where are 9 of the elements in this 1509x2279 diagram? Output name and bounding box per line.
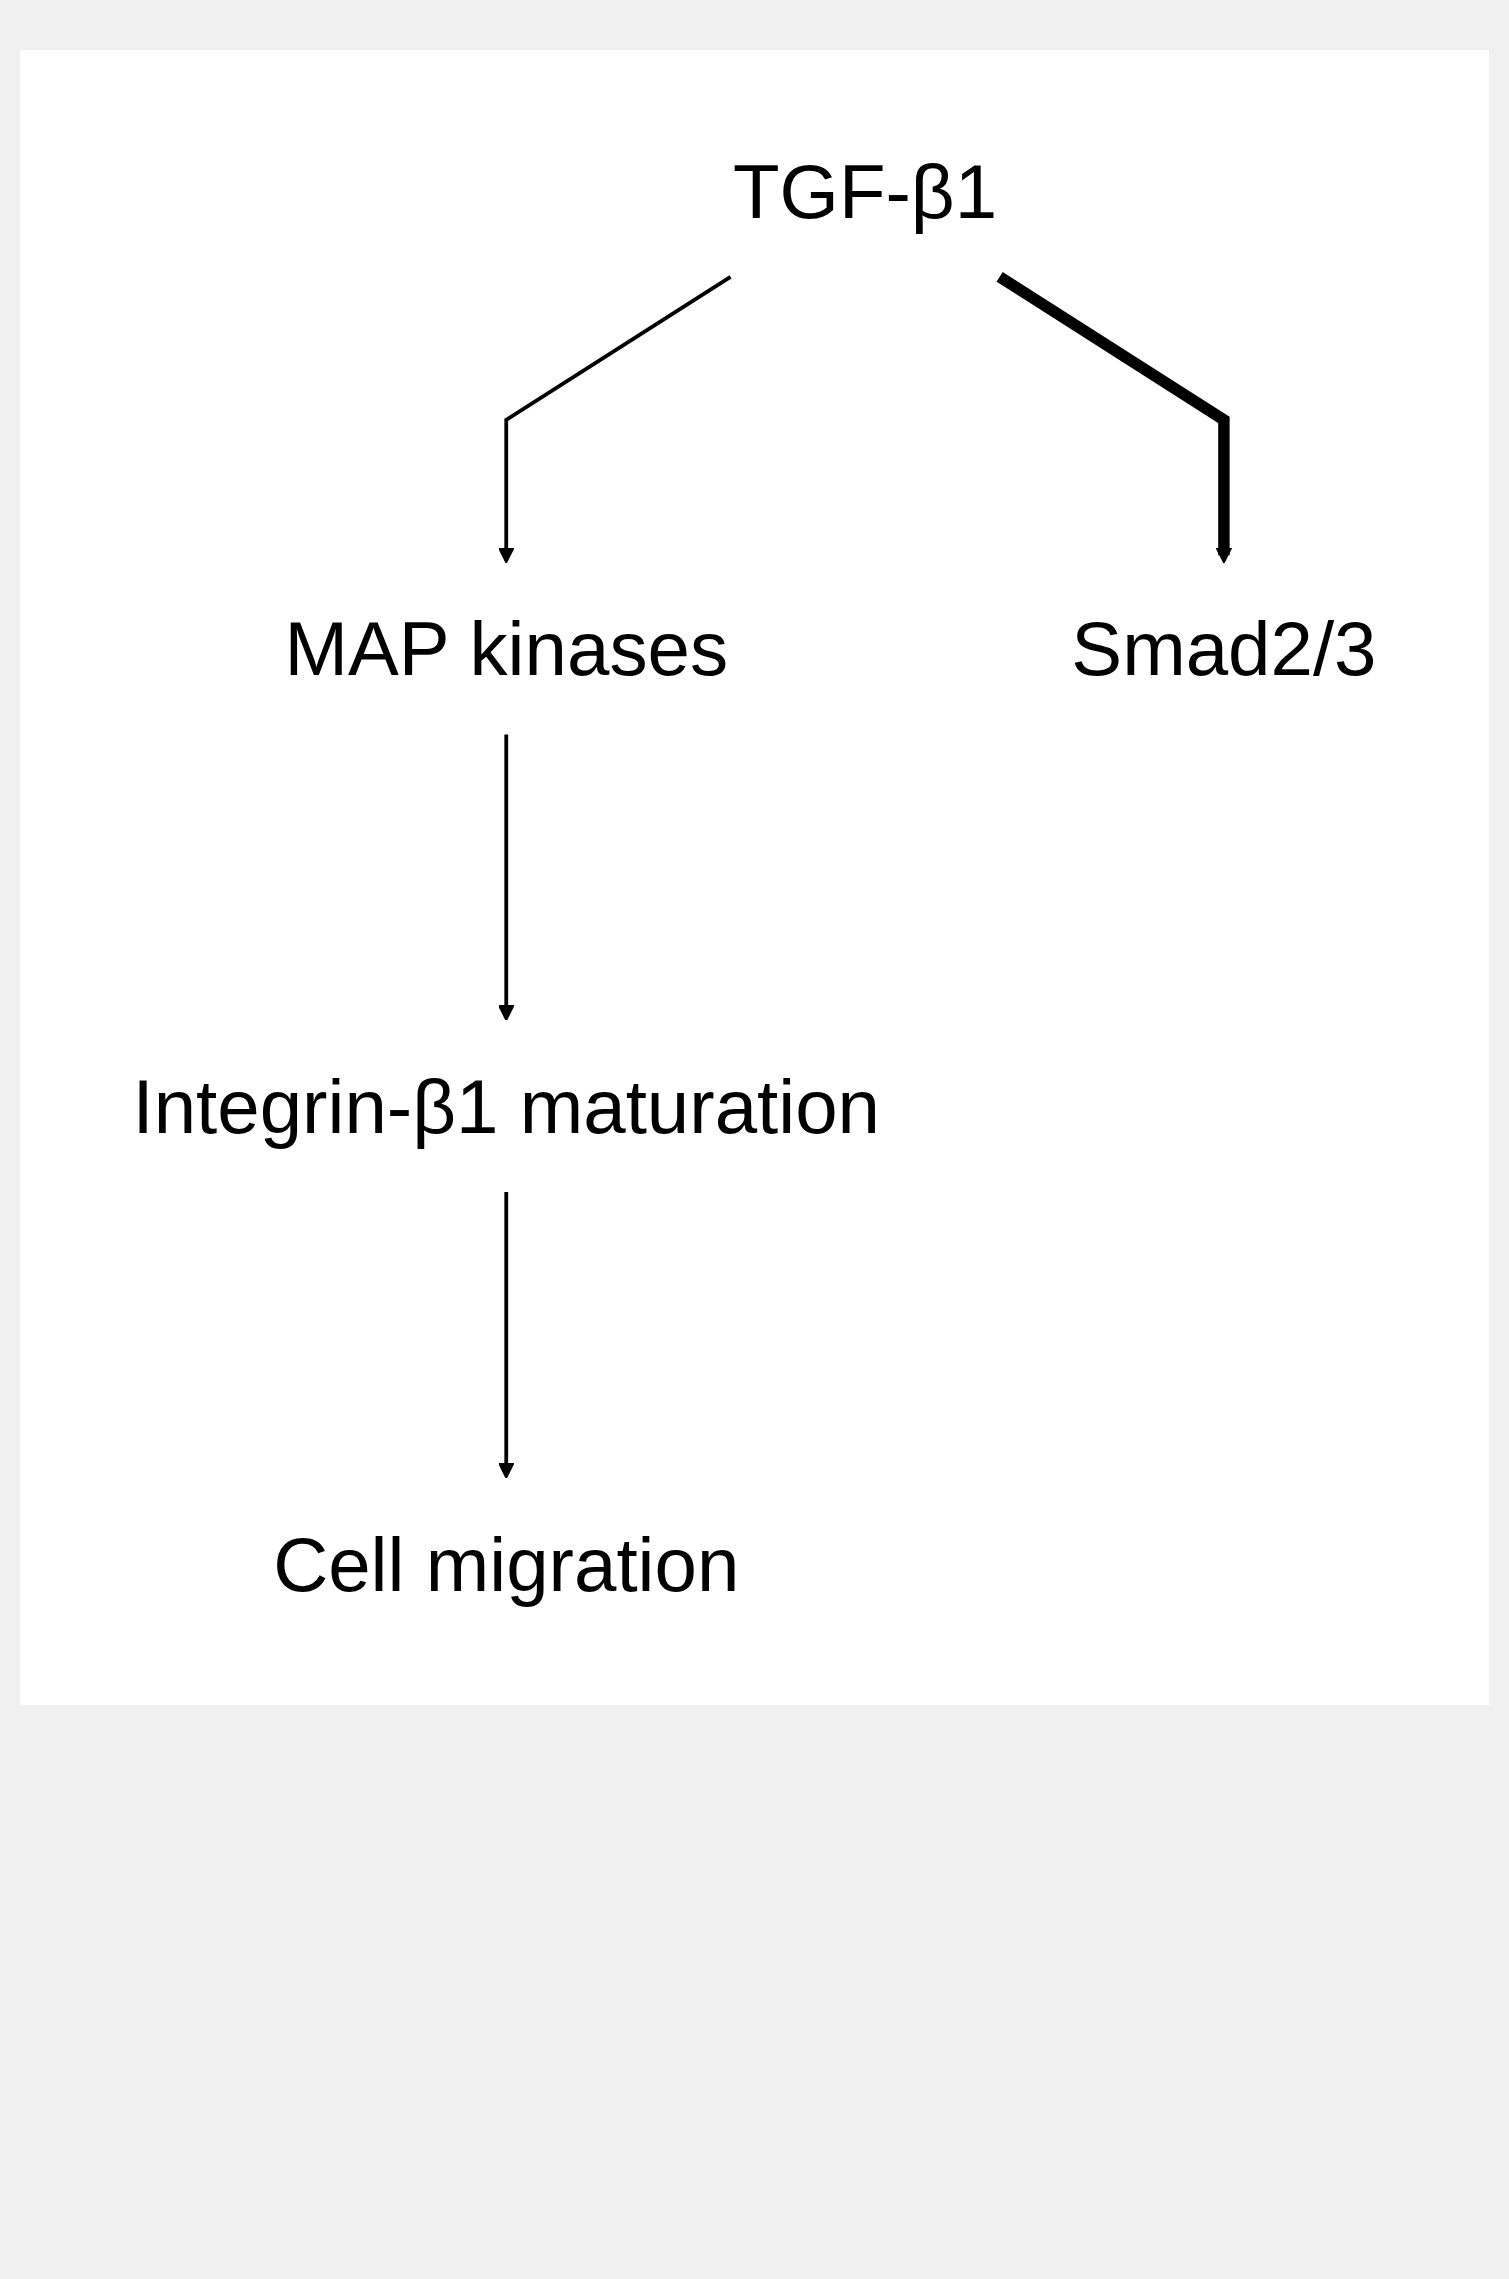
node-text: Smad2/3 bbox=[1071, 606, 1377, 691]
arrow bbox=[996, 272, 1233, 564]
arrow bbox=[497, 1192, 515, 1479]
node-text: TGF-β1 bbox=[732, 149, 998, 233]
node-text: Cell migration bbox=[273, 1521, 740, 1606]
arrow bbox=[497, 275, 732, 564]
arrow bbox=[497, 734, 515, 1022]
node-text: MAP kinases bbox=[284, 606, 729, 691]
node-text: Integrin-β1 maturation bbox=[132, 1064, 881, 1149]
